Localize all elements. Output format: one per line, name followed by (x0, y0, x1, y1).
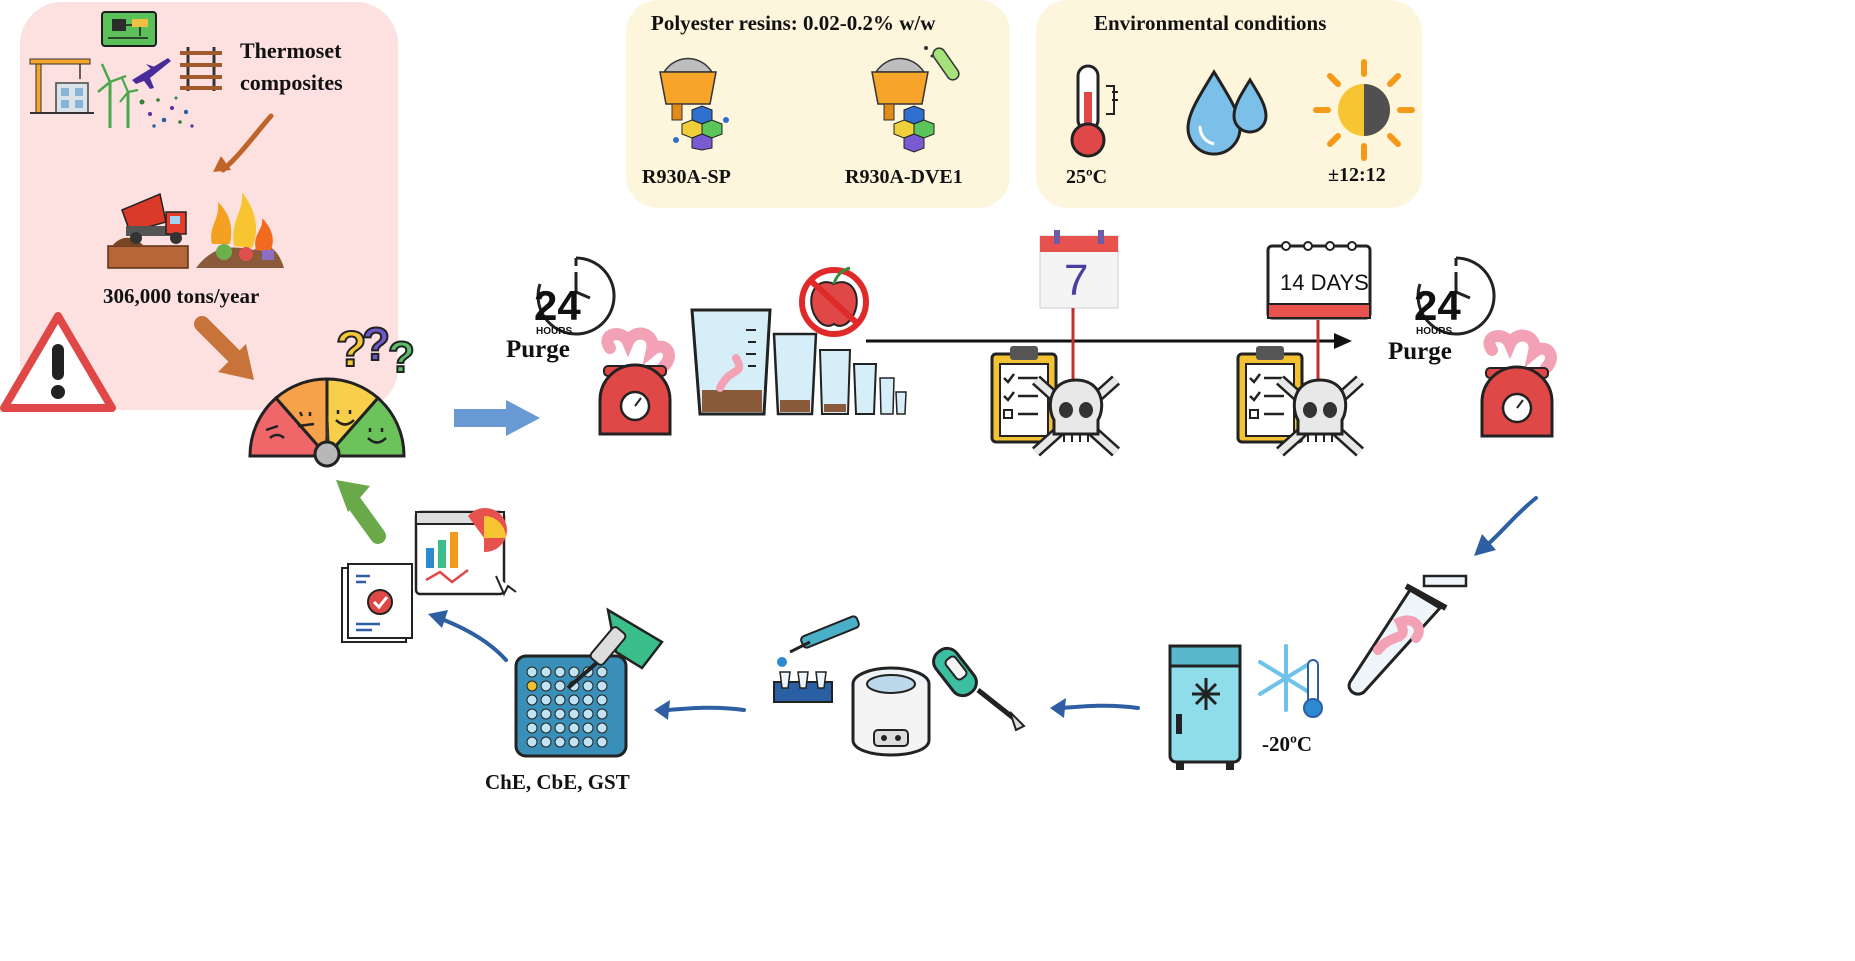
environment-title: Environmental conditions (1094, 11, 1327, 35)
microplate-pipette-icon (514, 607, 664, 758)
resin-sp-icon (659, 57, 729, 151)
assays-label: ChE, CbE, GST (485, 770, 630, 794)
waste-amount-label: 306,000 tons/year (103, 284, 260, 308)
resins-title: Polyester resins: 0.02-0.2% w/w (651, 11, 936, 35)
arrow-blue-3 (654, 700, 746, 720)
water-drops-icon (1186, 69, 1268, 156)
svg-text:?: ? (336, 321, 367, 377)
cold-thermometer-icon (1258, 644, 1323, 718)
microparticles-icon (139, 96, 194, 128)
photoperiod-label: ±12:12 (1328, 164, 1386, 186)
arrow-blue-4 (428, 610, 508, 662)
question-marks-icon: ? ? ? (335, 317, 416, 383)
risk-gauge-icon (248, 377, 406, 468)
freezer-icon (1168, 644, 1242, 770)
checklist-day14-icon (1236, 346, 1304, 444)
skull-day14-icon (1275, 375, 1365, 457)
arrow-blue-sketch (454, 400, 540, 436)
scale-worms-end-icon (1480, 329, 1557, 438)
dump-truck-icon (107, 192, 189, 269)
homogenizer-icon (932, 646, 1026, 732)
clock-start-hours-caption: HOURS (536, 326, 573, 337)
railway-icon (180, 47, 222, 91)
timeline-arrow (866, 333, 1352, 349)
svg-text:?: ? (362, 318, 390, 370)
resin-dve-label: R930A-DVE1 (845, 166, 963, 188)
airplane-icon (132, 58, 171, 89)
purge-end-label: Purge (1388, 338, 1452, 365)
no-food-icon (799, 266, 869, 337)
thermometer-icon (1070, 64, 1118, 158)
warning-triangle-icon (0, 312, 116, 412)
report-documents-icon (341, 563, 413, 643)
beakers-series-icon (690, 308, 907, 416)
burning-landfill-icon (196, 192, 284, 268)
clock-start-hours: 24 (534, 282, 581, 329)
pipette-tubes-icon (773, 615, 860, 703)
thermoset-title-line1: Thermoset (240, 38, 342, 63)
arrow-green (336, 480, 386, 544)
calendar-14days-text: 14 DAYS (1280, 270, 1369, 295)
circuit-board-icon (101, 11, 157, 47)
day7-connector (1071, 308, 1075, 388)
clock-end-hours: 24 (1414, 282, 1461, 329)
temperature-label: 25ºC (1066, 166, 1108, 188)
analytics-dashboard-icon (414, 508, 517, 597)
arrow-brown-2 (194, 316, 254, 380)
skull-day7-icon (1031, 375, 1121, 457)
day-night-icon (1313, 59, 1415, 161)
calendar-day7-icon (1039, 230, 1119, 309)
arrow-blue-2 (1050, 698, 1140, 718)
centrifuge-icon (851, 666, 931, 757)
arrow-blue-1 (1474, 496, 1538, 556)
crane-building-icon (29, 58, 94, 114)
microtube-icon (1347, 574, 1468, 696)
day14-connector (1316, 320, 1320, 390)
clock-24h-start-icon (536, 256, 616, 336)
resin-dve-icon (871, 46, 960, 153)
svg-text:?: ? (388, 333, 415, 382)
calendar-14days-icon (1266, 241, 1372, 320)
calendar-day7-number: 7 (1064, 256, 1089, 305)
clock-end-hours-caption: HOURS (1416, 326, 1453, 337)
freezer-temp-label: -20ºC (1262, 732, 1313, 756)
purge-start-label: Purge (506, 336, 570, 363)
scale-worms-start-icon (598, 327, 675, 436)
wind-turbine-icon (97, 63, 139, 128)
resin-sp-label: R930A-SP (642, 166, 731, 188)
clock-24h-end-icon (1416, 256, 1496, 336)
thermoset-title-line2: composites (240, 70, 343, 95)
arrow-brown-1 (213, 113, 274, 173)
